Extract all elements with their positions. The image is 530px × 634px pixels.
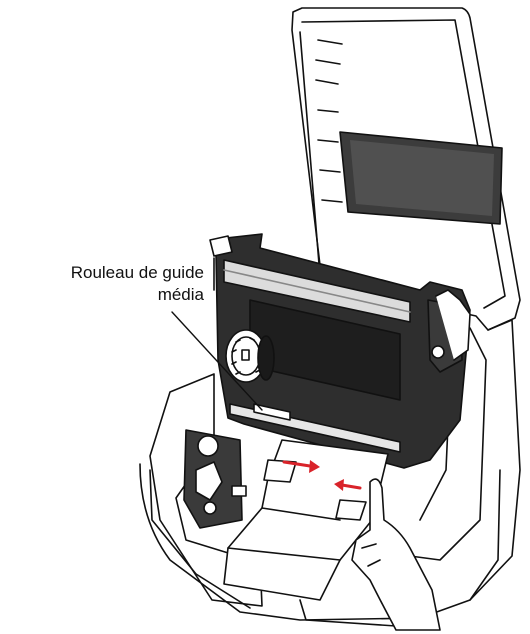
media-guide-roller-callout: Rouleau de guide média: [4, 262, 204, 306]
ribbon-gear-icon: [225, 329, 275, 383]
media-guide-roller: [229, 403, 401, 453]
callout-line-2: média: [157, 285, 204, 304]
print-mechanism: [209, 233, 471, 469]
guide-arrows: [282, 460, 362, 491]
callout-line-1: Rouleau de guide: [70, 263, 204, 282]
arrow-left-guide: [282, 460, 312, 468]
platen-mechanism: [183, 429, 247, 529]
callout-leader-line: [171, 311, 263, 411]
arrow-right-guide: [340, 483, 362, 490]
hand-illustration: [351, 478, 441, 631]
